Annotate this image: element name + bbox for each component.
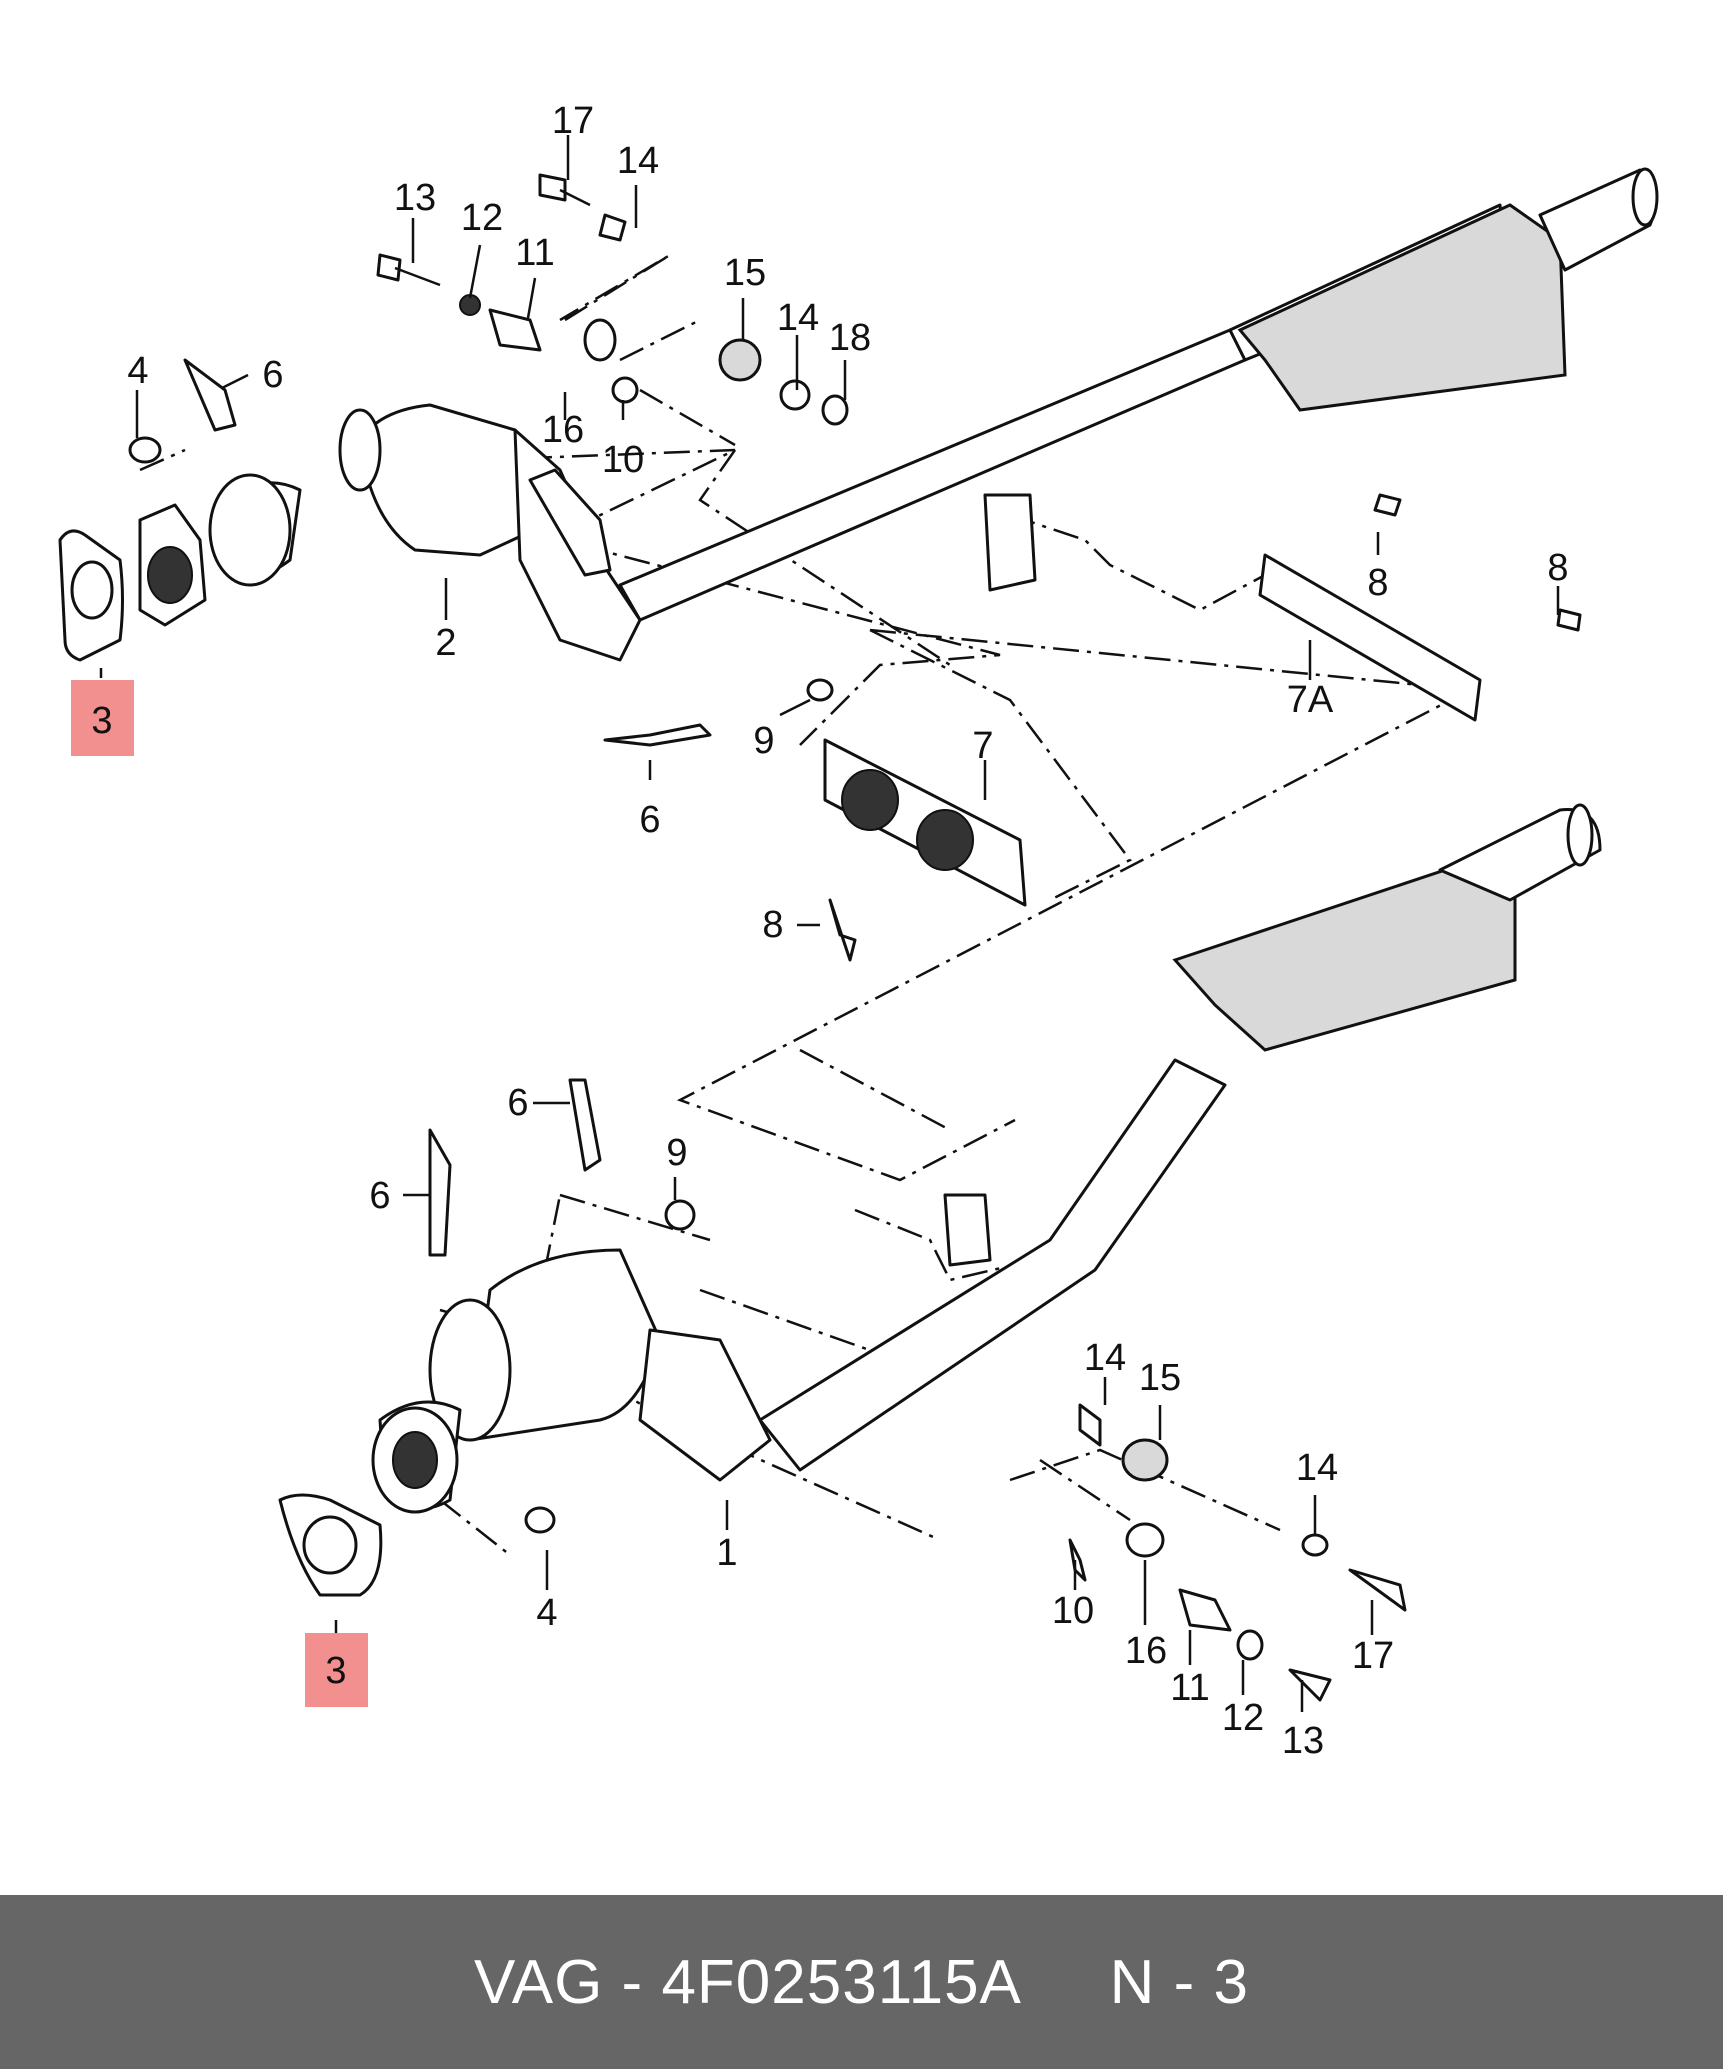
flange-gasket-bottom xyxy=(278,1493,383,1597)
exhaust-parts-diagram: 17 14 13 12 11 15 14 18 4 6 16 10 2 8 8 … xyxy=(58,100,1659,1762)
position-number: 3 xyxy=(1213,1947,1250,2017)
label-17-bottom: 17 xyxy=(1352,1635,1394,1677)
label-9-top: 9 xyxy=(753,720,774,762)
label-4-bottom: 4 xyxy=(536,1592,557,1634)
label-18-top: 18 xyxy=(829,317,871,359)
label-10-bottom: 10 xyxy=(1052,1590,1094,1632)
hanger-bracket-7 xyxy=(823,738,1027,907)
label-16-bottom: 16 xyxy=(1125,1630,1167,1672)
label-10-top: 10 xyxy=(602,439,644,481)
hardware xyxy=(128,173,1582,1702)
label-3-top: 3 xyxy=(91,700,112,742)
part-number: 4F0253115A xyxy=(661,1947,1019,2017)
label-14-bottom-b: 14 xyxy=(1296,1447,1338,1489)
label-7-top: 7 xyxy=(972,725,993,767)
footer-bar: VAG - 4F0253115A N - 3 xyxy=(0,1895,1723,2069)
leader-lines xyxy=(99,135,1560,1712)
label-4-top: 4 xyxy=(127,350,148,392)
highlight-box-top xyxy=(71,680,134,756)
part-labels: 17 14 13 12 11 15 14 18 4 6 16 10 2 8 8 … xyxy=(91,100,1568,1762)
caption-gap xyxy=(1019,1948,1110,2017)
caption-separator-2: - xyxy=(1155,1947,1214,2017)
brand-name: VAG xyxy=(473,1947,604,2017)
upper-exhaust-assembly xyxy=(138,167,1659,662)
label-6-top-b: 6 xyxy=(639,799,660,841)
label-8-top-b: 8 xyxy=(1547,547,1568,589)
caption-separator-1: - xyxy=(603,1947,662,2017)
label-11-bottom: 11 xyxy=(1170,1667,1209,1709)
label-8-top-a: 8 xyxy=(1367,562,1388,604)
label-7a-top: 7A xyxy=(1287,679,1334,721)
label-14-top-b: 14 xyxy=(777,297,819,339)
label-12-top: 12 xyxy=(461,197,503,239)
flange-gasket-top xyxy=(58,529,124,662)
highlight-box-bottom xyxy=(305,1633,368,1707)
label-14-top-a: 14 xyxy=(617,140,659,182)
position-prefix: N xyxy=(1109,1947,1156,2017)
label-15-top: 15 xyxy=(724,252,766,294)
label-6-bottom-a: 6 xyxy=(507,1082,528,1124)
label-2-top: 2 xyxy=(435,622,456,664)
label-3-bottom: 3 xyxy=(325,1650,346,1692)
label-13-bottom: 13 xyxy=(1282,1720,1324,1762)
label-6-top-a: 6 xyxy=(262,354,283,396)
label-14-bottom-a: 14 xyxy=(1084,1337,1126,1379)
label-11-top: 11 xyxy=(515,232,554,274)
label-15-bottom: 15 xyxy=(1139,1357,1181,1399)
label-16-top: 16 xyxy=(542,409,584,451)
label-12-bottom: 12 xyxy=(1222,1697,1264,1739)
lower-exhaust-assembly xyxy=(371,803,1602,1514)
label-9-bottom: 9 xyxy=(666,1132,687,1174)
label-6-bottom-b: 6 xyxy=(369,1175,390,1217)
label-13-top: 13 xyxy=(394,177,436,219)
label-8-mid: 8 xyxy=(762,904,783,946)
part-caption: VAG - 4F0253115A N - 3 xyxy=(474,1947,1249,2018)
label-1-bottom: 1 xyxy=(716,1532,737,1574)
label-17-top: 17 xyxy=(552,100,594,142)
bracket-7a xyxy=(1258,553,1482,722)
